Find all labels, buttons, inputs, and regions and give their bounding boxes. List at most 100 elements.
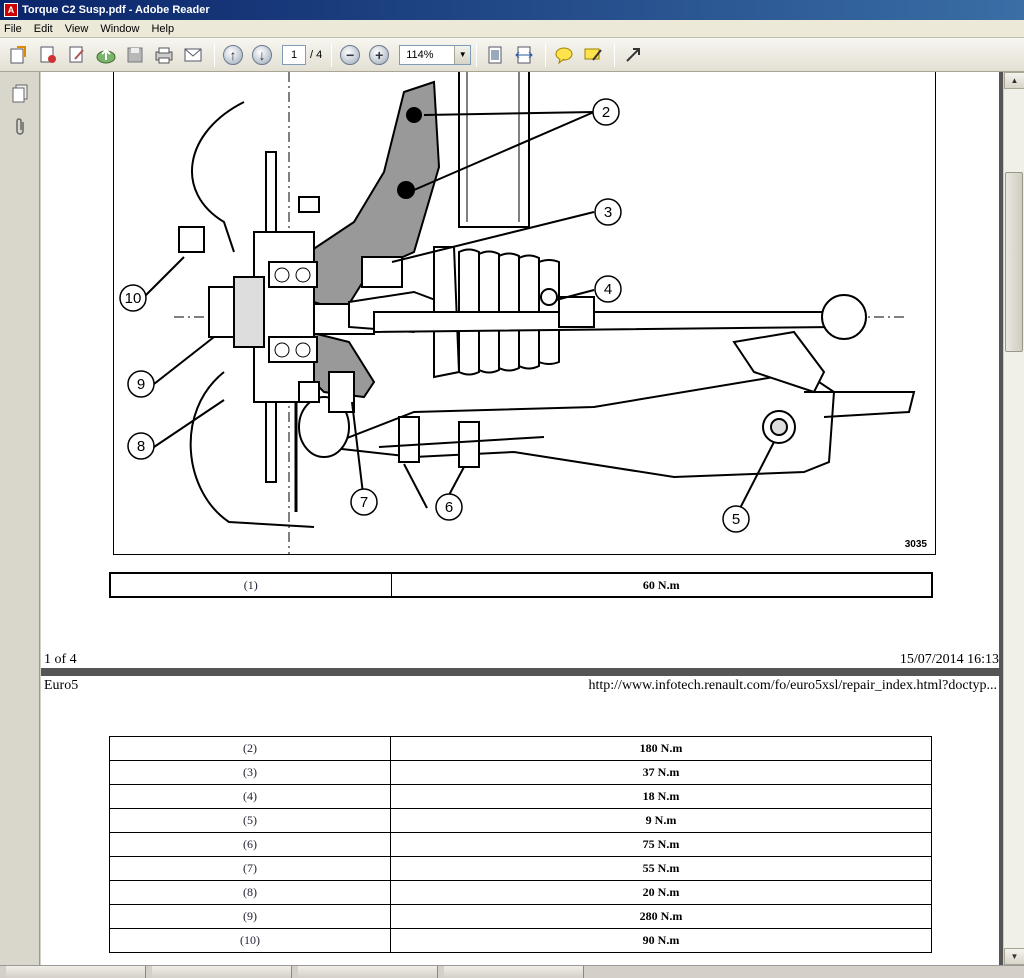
previous-page-button[interactable]: ↑ [220, 42, 246, 68]
sign-button[interactable] [580, 42, 606, 68]
table-cell-value: 20 N.m [390, 880, 932, 905]
upload-cloud-icon [96, 48, 116, 63]
table-row: (4)18 N.m [109, 784, 932, 809]
taskbar-item[interactable] [152, 966, 292, 978]
pages-panel-button[interactable] [7, 80, 33, 106]
scroll-down-icon[interactable]: ▼ [1004, 948, 1024, 965]
create-pdf-icon [40, 46, 56, 63]
table-cell-ref: (7) [109, 856, 391, 881]
printer-icon [155, 47, 173, 63]
table-row: (1) 60 N.m [109, 572, 933, 598]
table-cell-ref: (3) [109, 760, 391, 785]
create-pdf-button[interactable] [35, 42, 61, 68]
minus-icon: − [340, 44, 361, 65]
table-row: (9)280 N.m [109, 904, 932, 929]
callout-label: 2 [602, 104, 610, 121]
callout-5: 5 [722, 505, 750, 533]
expand-arrows-icon [626, 47, 641, 62]
menu-help[interactable]: Help [151, 22, 175, 35]
expand-button[interactable] [620, 42, 646, 68]
chevron-down-icon[interactable]: ▼ [454, 45, 471, 64]
toolbar-separator [331, 42, 333, 67]
menu-edit[interactable]: Edit [33, 22, 53, 35]
envelope-icon [184, 48, 202, 61]
callout-label: 6 [445, 499, 453, 516]
next-page-button[interactable]: ↓ [249, 42, 275, 68]
table-row: (8)20 N.m [109, 880, 932, 905]
email-button[interactable] [180, 42, 206, 68]
table-row: (2)180 N.m [109, 736, 932, 761]
callout-9: 9 [127, 370, 155, 398]
page-header-left: Euro5 [44, 678, 79, 693]
toolbar-separator [545, 42, 547, 67]
table-cell-ref: (9) [109, 904, 391, 929]
table-cell-value: 180 N.m [390, 736, 932, 761]
table-cell-value: 75 N.m [390, 832, 932, 857]
vertical-scrollbar[interactable]: ▲ ▼ [1003, 72, 1024, 965]
callout-2: 2 [592, 98, 620, 126]
zoom-in-button[interactable]: + [366, 42, 392, 68]
page-divider [41, 668, 1003, 676]
paperclip-icon [16, 118, 24, 135]
menu-window[interactable]: Window [100, 22, 140, 35]
attachments-panel-button[interactable] [7, 114, 33, 140]
open-button[interactable] [6, 42, 32, 68]
taskbar-item[interactable] [298, 966, 438, 978]
page-footer-datetime: 15/07/2014 16:13 [899, 652, 999, 667]
page-header-url: http://www.infotech.renault.com/fo/euro5… [588, 678, 998, 693]
toolbar-separator [614, 42, 616, 67]
table-cell-ref: (10) [109, 928, 391, 953]
callout-label: 3 [604, 204, 612, 221]
comment-button[interactable] [551, 42, 577, 68]
menu-view[interactable]: View [64, 22, 89, 35]
taskbar-item[interactable] [444, 966, 584, 978]
save-button[interactable] [122, 42, 148, 68]
upload-button[interactable] [93, 42, 119, 68]
fit-page-button[interactable] [482, 42, 508, 68]
table-row: (10)90 N.m [109, 928, 932, 953]
edit-button[interactable] [64, 42, 90, 68]
fit-width-button[interactable] [511, 42, 537, 68]
table-row: (5)9 N.m [109, 808, 932, 833]
page-total: / 4 [310, 48, 323, 61]
callout-8: 8 [127, 432, 155, 460]
suspension-drawing: 2 3 4 5 6 7 8 9 10 [119, 72, 916, 555]
plus-icon: + [369, 44, 390, 65]
adobe-reader-icon: A [4, 3, 18, 17]
callout-label: 5 [732, 511, 740, 528]
table-row: (6)75 N.m [109, 832, 932, 857]
fit-width-icon [515, 46, 533, 63]
page-footer-count: 1 of 4 [44, 652, 77, 667]
scroll-up-icon[interactable]: ▲ [1004, 72, 1024, 89]
callout-4: 4 [594, 275, 622, 303]
print-button[interactable] [151, 42, 177, 68]
callout-10: 10 [119, 284, 147, 312]
menu-bar: File Edit View Window Help [0, 20, 1024, 38]
document-viewport[interactable]: 2 3 4 5 6 7 8 9 10 3035 (1) 60 N.m 1 of … [41, 72, 1003, 965]
toolbar-separator [214, 42, 215, 67]
table-cell-ref: (5) [109, 808, 391, 833]
table-cell-value: 18 N.m [390, 784, 932, 809]
table-cell-value: 90 N.m [390, 928, 932, 953]
table-cell-ref: (1) [109, 572, 392, 598]
zoom-select[interactable]: 114% ▼ [399, 44, 472, 65]
callout-3: 3 [594, 198, 622, 226]
navigation-panel [0, 72, 40, 977]
table-cell-value: 60 N.m [390, 572, 933, 598]
sign-pen-icon [584, 48, 603, 61]
zoom-out-button[interactable]: − [337, 42, 363, 68]
callout-6: 6 [435, 493, 463, 521]
callout-label: 7 [360, 494, 368, 511]
pdf-page-2: Euro5 http://www.infotech.renault.com/fo… [41, 676, 999, 965]
pdf-page-1: 2 3 4 5 6 7 8 9 10 3035 (1) 60 N.m 1 of … [41, 72, 999, 668]
table-row: (3)37 N.m [109, 760, 932, 785]
taskbar-strip [0, 965, 1024, 978]
pages-icon [12, 84, 28, 103]
callout-7: 7 [350, 488, 378, 516]
page-number-input[interactable]: 1 [282, 44, 306, 65]
menu-file[interactable]: File [4, 22, 22, 35]
taskbar-item[interactable] [6, 966, 146, 978]
table-cell-ref: (6) [109, 832, 391, 857]
title-bar[interactable]: A Torque C2 Susp.pdf - Adobe Reader [0, 0, 1024, 20]
scrollbar-thumb[interactable] [1005, 172, 1023, 352]
